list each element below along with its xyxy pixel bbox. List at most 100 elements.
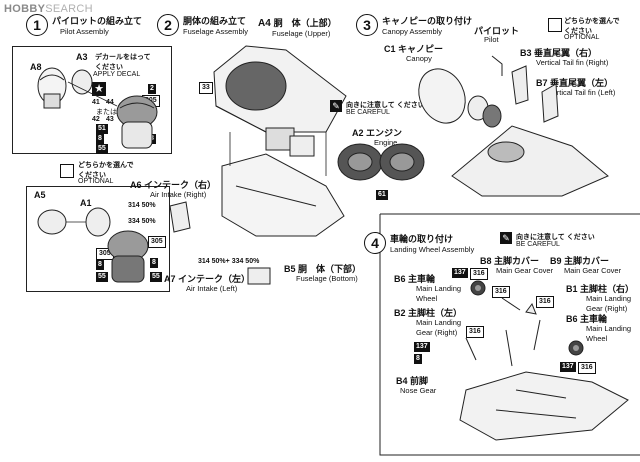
- engine-part-drawing: [265, 127, 315, 157]
- decal-num-41: 41: [92, 99, 100, 106]
- callout-316b: 316: [492, 286, 510, 298]
- careful-note-2-en: BE CAREFUL: [516, 241, 560, 248]
- optional-icon: [60, 164, 74, 178]
- engine-drawing: [337, 143, 425, 181]
- callout-55c: 55: [150, 272, 162, 282]
- part-b3-label: B3 垂直尾翼（右）: [520, 48, 598, 58]
- careful-note-en: BE CAREFUL: [346, 109, 390, 116]
- part-b6-label: B6 主車輪: [394, 274, 436, 284]
- part-b1-en1: Main Landing: [586, 294, 632, 303]
- callout-33: 33: [199, 82, 213, 94]
- step2-number: 2: [157, 14, 179, 36]
- decal-note-en: APPLY DECAL: [93, 71, 141, 78]
- callout-8a: 8: [96, 134, 104, 144]
- pilot-label-jp: パイロット: [474, 26, 520, 36]
- intake-right-drawing: [169, 201, 191, 233]
- pilot-label-en: Pilot: [484, 35, 499, 44]
- callout-55: 55: [96, 144, 108, 154]
- step1-number: 1: [26, 14, 48, 36]
- decal-or: または: [96, 109, 117, 116]
- part-b4-en: Nose Gear: [400, 386, 437, 395]
- fuselage-drawing: [213, 45, 347, 237]
- callout-51: 51: [96, 124, 108, 134]
- part-b2-label: B2 主脚柱（左）: [394, 308, 463, 318]
- part-a7-en: Air Intake (Left): [186, 284, 238, 293]
- landing-gear-drawing: [459, 280, 629, 441]
- decal-num-42: 43: [106, 116, 114, 123]
- intake-left-drawing: [247, 267, 271, 285]
- part-a1-label: A1: [80, 198, 92, 208]
- paint-mix-1: 314 50%: [128, 202, 156, 209]
- part-c1-label: C1 キャノピー: [384, 44, 444, 54]
- callout-55b: 55: [96, 272, 108, 282]
- step3-title-jp: キャノピーの取り付け: [382, 16, 473, 26]
- callout-8d: 8: [150, 258, 158, 268]
- part-a6-label: A6 インテーク（右）: [130, 180, 217, 190]
- part-b4-label: B4 前脚: [396, 376, 429, 386]
- part-a2-label: A2 エンジン: [352, 128, 403, 138]
- part-b6-en2: Wheel: [416, 294, 438, 303]
- careful-icon-2: ✎: [500, 232, 512, 244]
- callout-316e: 316: [578, 362, 596, 374]
- callout-2: 2: [148, 84, 156, 94]
- step4-number: 4: [364, 232, 386, 254]
- step3-number: 3: [356, 14, 378, 36]
- callout-316a: 316: [470, 268, 488, 280]
- part-a4-en: Fuselage (Upper): [272, 29, 331, 38]
- watermark: HOBBYSEARCH: [4, 3, 93, 15]
- watermark-suffix: SEARCH: [45, 3, 93, 15]
- part-b6b-en1: Main Landing: [586, 324, 632, 333]
- part-b3-en: Vertical Tail fin (Right): [536, 58, 609, 67]
- callout-316d: 316: [466, 326, 484, 338]
- watermark-brand: HOBBY: [4, 3, 46, 15]
- step4-title-jp: 車輪の取り付け: [390, 234, 454, 244]
- callout-316c: 316: [536, 296, 554, 308]
- callout-137a: 137: [452, 268, 468, 278]
- aircraft-canopy-drawing: [418, 55, 609, 197]
- step3-title-en: Canopy Assembly: [382, 27, 443, 36]
- optional-note-2-jp: どちらかを選んでください: [564, 18, 620, 35]
- part-a5-label: A5: [34, 190, 46, 200]
- part-a2-en: Engine: [374, 138, 398, 147]
- part-a6-en: Air Intake (Right): [150, 190, 207, 199]
- step1-title-en: Pilot Assembly: [60, 27, 109, 36]
- part-a4-label: A4 胴 体（上部）: [258, 18, 337, 29]
- callout-61: 61: [376, 190, 388, 200]
- part-b5-en: Fuselage (Bottom): [296, 274, 358, 283]
- part-c1-en: Canopy: [406, 54, 432, 63]
- part-a7-label: A7 インテーク（左）: [164, 274, 251, 284]
- paint-mix-3: 314 50%+ 334 50%: [198, 258, 260, 265]
- careful-note-jp: 向きに注意して ください: [346, 102, 425, 109]
- part-b7-label: B7 垂直尾翼（左）: [536, 78, 614, 88]
- part-b6b-label: B6 主車輪: [566, 314, 608, 324]
- part-b5-label: B5 胴 体（下部）: [284, 264, 362, 274]
- callout-137b: 137: [414, 342, 430, 352]
- part-b7-en: Vertical Tail fin (Left): [548, 88, 616, 97]
- part-b6-en1: Main Landing: [416, 284, 462, 293]
- part-b9-label: B9 主脚カバー: [550, 256, 610, 266]
- callout-137c: 137: [560, 362, 576, 372]
- step2-title-en: Fuselage Assembly: [183, 27, 249, 36]
- callout-305b: 305: [148, 236, 166, 248]
- optional-note-en: OPTIONAL: [78, 178, 114, 185]
- optional-note-jp: どちらかを選んでください: [78, 162, 134, 179]
- pilot-optional-drawings: [37, 207, 149, 283]
- callout-8e: 8: [414, 354, 422, 364]
- part-b9-en: Main Gear Cover: [564, 266, 622, 275]
- paint-mix-2: 334 50%: [128, 218, 156, 225]
- part-a8-label: A8: [30, 62, 42, 72]
- part-b1-en2: Gear (Right): [586, 304, 628, 313]
- step1-title-jp: パイロットの組み立て: [52, 16, 143, 26]
- part-b2-en2: Gear (Right): [416, 328, 458, 337]
- optional-icon-2: [548, 18, 562, 32]
- part-b8-en: Main Gear Cover: [496, 266, 554, 275]
- part-b2-en1: Main Landing: [416, 318, 462, 327]
- optional-note-2-en: OPTIONAL: [564, 34, 600, 41]
- step2-title-jp: 胴体の組み立て: [183, 16, 247, 26]
- part-b8-label: B8 主脚カバー: [480, 256, 540, 266]
- step4-title-en: Landing Wheel Assembly: [390, 245, 475, 254]
- careful-note-2-jp: 向きに注意して ください: [516, 234, 595, 241]
- part-b6b-en2: Wheel: [586, 334, 608, 343]
- part-b1-label: B1 主脚柱（右）: [566, 284, 635, 294]
